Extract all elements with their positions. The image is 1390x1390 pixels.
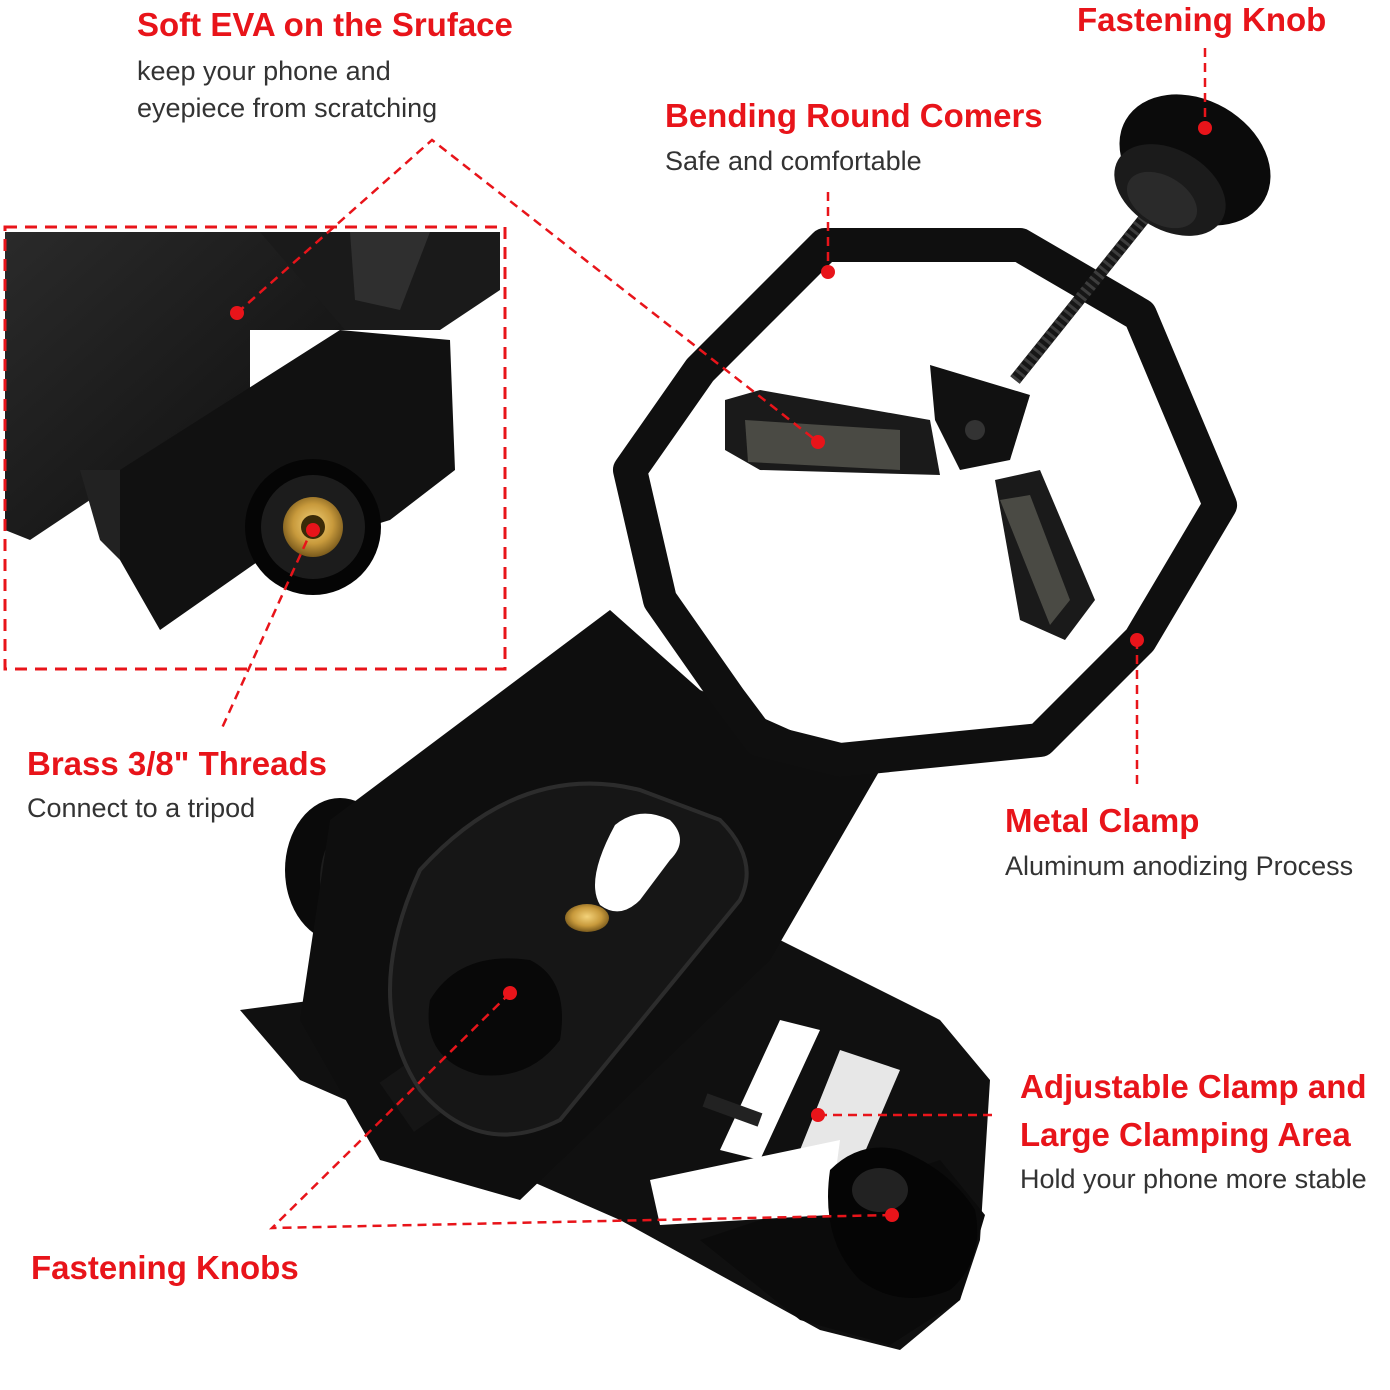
metal-clamp-desc: Aluminum anodizing Process [1005,851,1354,881]
soft-eva-desc-line-1: keep your phone and [137,56,391,86]
brass-threads-desc: Connect to a tripod [27,793,256,823]
brass-thread-icon [565,904,609,932]
phone-holder-icon [240,610,990,1350]
knob-icon [428,958,562,1076]
callout-leaders [220,48,1207,1230]
soft-eva-desc-line-2: eyepiece from scratching [137,93,438,123]
adjustable-clamp-title-line-1: Adjustable Clamp and [1020,1068,1367,1105]
bending-corners-title: Bending Round Comers [665,97,1043,134]
adjustable-clamp-title-line-2: Large Clamping Area [1020,1116,1351,1153]
eva-pad [5,232,500,540]
fastening-knob-title: Fastening Knob [1077,1,1327,38]
detail-inset [3,225,507,671]
bending-corners-desc: Safe and comfortable [665,146,922,176]
brass-threads-title: Brass 3/8" Threads [27,745,327,782]
eyepiece-clamp-icon [613,94,1271,777]
callout-markers [230,121,1212,1222]
knob-icon [828,1147,978,1298]
knob-icon [1114,94,1271,236]
soft-eva-title: Soft EVA on the Sruface [137,6,513,43]
adjustable-clamp-desc: Hold your phone more stable [1020,1164,1367,1194]
metal-clamp-title: Metal Clamp [1005,802,1200,839]
fastening-knobs-title: Fastening Knobs [31,1249,299,1286]
